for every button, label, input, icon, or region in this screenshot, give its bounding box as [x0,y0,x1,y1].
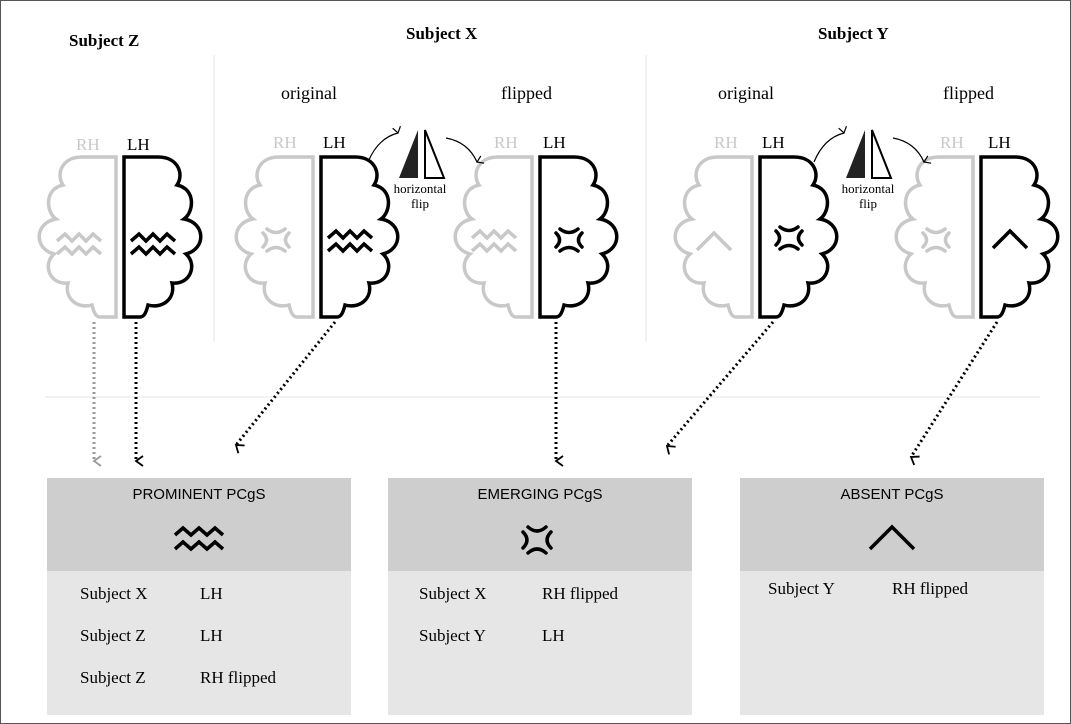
panel-emerging: EMERGING PCgS Subject X RH flipped Subje… [388,478,692,715]
lh-label: LH [762,133,785,152]
row-subject: Subject Z [80,626,146,645]
lh-label: LH [988,133,1011,152]
panel-title: EMERGING PCgS [477,486,603,503]
subject-y-title: Subject Y [818,24,889,43]
rh-hemisphere-shape [234,155,315,319]
rh-label: RH [494,133,518,152]
panel-title: PROMINENT PCgS [132,486,266,503]
horizontal-flip-label: horizontal flip [387,181,453,211]
panel-absent: ABSENT PCgS Subject Y RH flipped [740,478,1044,715]
panel-prominent: PROMINENT PCgS Subject X LH Subject Z LH… [47,478,351,715]
brain-subject-x-original [234,155,400,319]
brain-subject-z [37,155,203,319]
double-zigzag-icon [55,232,103,256]
row-hemisphere: LH [542,626,565,645]
double-zigzag-icon [470,229,518,253]
row-hemisphere: RH flipped [200,668,277,687]
caret-up-icon [868,524,916,551]
rh-label: RH [273,133,297,152]
panel-header: ABSENT PCgS [740,478,1044,571]
panel-title: ABSENT PCgS [840,486,944,503]
split-curves-icon [261,227,291,253]
subject-x-flipped-label: flipped [501,83,552,103]
row-subject: Subject Y [419,626,486,645]
row-subject: Subject X [80,584,148,603]
connector-arrow [909,321,999,466]
caret-up-icon [695,231,733,252]
double-zigzag-icon [129,232,177,256]
panel-header: PROMINENT PCgS [47,478,351,571]
split-curves-icon [554,227,584,253]
rh-label: RH [714,133,738,152]
subject-y-flipped-label: flipped [943,83,994,103]
row-subject: Subject Z [80,668,146,687]
brain-subject-x-flipped [453,155,619,319]
row-subject: Subject Y [768,579,835,598]
split-curves-icon [521,525,553,555]
subject-y-original-label: original [718,83,774,103]
brain-subject-y-flipped [894,155,1060,319]
rh-label: RH [940,133,964,152]
lh-hemisphere-shape [979,155,1060,319]
flip-label-line2: flip [858,196,878,211]
split-curves-icon [921,227,951,253]
rh-hemisphere-shape [673,155,754,319]
caret-up-icon [991,229,1029,250]
subject-x-original-label: original [281,83,337,103]
horizontal-flip-label: horizontal flip [835,181,901,211]
subject-z-title: Subject Z [69,31,140,50]
lh-label: LH [543,133,566,152]
brain-subject-y-original [673,155,839,319]
double-zigzag-icon [326,229,374,253]
panel-header: EMERGING PCgS [388,478,692,571]
curved-arrow-icon [367,126,401,163]
row-hemisphere: LH [200,584,223,603]
rh-hemisphere-shape [894,155,975,319]
flip-label-line1: horizontal [841,181,895,196]
split-curves-icon [774,225,804,251]
curved-arrow-icon [445,137,485,164]
row-hemisphere: RH flipped [892,579,969,598]
flip-icon-subject-x [367,126,485,179]
curved-arrow-icon [892,137,932,164]
flip-label-line1: horizontal [393,181,447,196]
row-hemisphere: RH flipped [542,584,619,603]
subject-x-title: Subject X [406,24,478,43]
double-zigzag-icon [173,525,225,552]
flip-label-line2: flip [410,196,430,211]
flip-icon-subject-y [813,126,932,179]
rh-label: RH [76,135,100,154]
connector-arrow [665,321,775,455]
lh-label: LH [323,133,346,152]
curved-arrow-icon [813,126,847,163]
row-subject: Subject X [419,584,487,603]
rh-hemisphere-shape [453,155,534,319]
row-hemisphere: LH [200,626,223,645]
connector-arrow [234,321,337,454]
lh-label: LH [127,135,150,154]
